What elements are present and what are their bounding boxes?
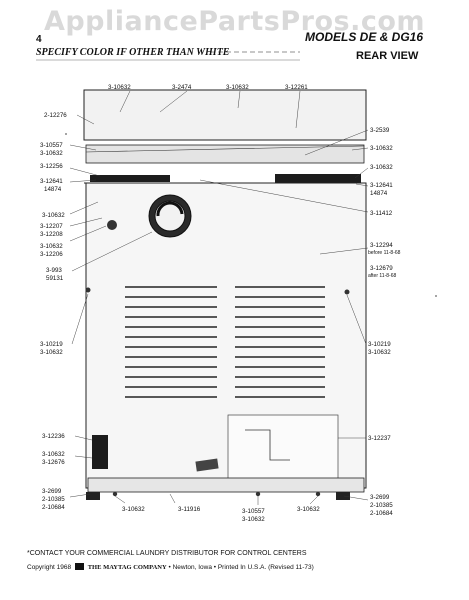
exhaust-duct-inner — [154, 200, 186, 232]
part-label-note: before 11-8-68 — [368, 250, 401, 256]
part-label: 3-10219 — [368, 341, 391, 348]
part-label: 3-12679 — [370, 265, 393, 272]
part-label: 3-10632 — [226, 84, 249, 91]
part-label: 3-10632 — [297, 506, 320, 513]
top-panel — [83, 89, 367, 141]
right-dark-strip — [275, 174, 361, 183]
page-speck — [435, 295, 437, 297]
part-label: 3-12261 — [285, 84, 308, 91]
part-label: 3-10632 — [368, 349, 391, 356]
part-label: 3-12676 — [42, 459, 65, 466]
page-speck — [65, 133, 67, 135]
part-label: 2-10684 — [370, 510, 393, 517]
part-label: 3-10632 — [122, 506, 145, 513]
left-screw — [85, 287, 91, 293]
copyright-text: Copyright 1968 — [27, 564, 72, 571]
specify-color-note: SPECIFY COLOR IF OTHER THAN WHITE — [36, 47, 230, 58]
footer-copyright: Copyright 1968 THE MAYTAG COMPANY • Newt… — [27, 563, 314, 571]
access-panel-detail — [245, 429, 290, 461]
part-label: 2-10385 — [370, 502, 393, 509]
part-label: 3-10632 — [108, 84, 131, 91]
part-label: 3-10219 — [40, 341, 63, 348]
rail-edge — [85, 145, 365, 153]
part-label: 3-2699 — [370, 494, 390, 501]
part-label: 3-12256 — [40, 163, 63, 170]
part-label: 3-12294 — [370, 242, 393, 249]
base-screw-1 — [112, 491, 118, 497]
left-louvers — [125, 286, 217, 398]
page-number: 4 — [36, 34, 42, 45]
part-label: 2-12276 — [44, 112, 67, 119]
part-label: 2-10385 — [42, 496, 65, 503]
part-label: 3-10557 — [40, 142, 63, 149]
part-label: 3-2474 — [172, 84, 192, 91]
part-label: 3-12208 — [40, 231, 63, 238]
left-dark-strip — [90, 175, 170, 182]
models-title: MODELS DE & DG16 — [305, 30, 424, 44]
leader-lines — [69, 90, 369, 505]
access-panel — [227, 414, 339, 486]
part-label: 3-2699 — [42, 488, 62, 495]
part-label: 3-12206 — [40, 251, 63, 258]
base-screw-2 — [255, 491, 261, 497]
view-title: REAR VIEW — [356, 50, 419, 62]
base-rail — [87, 477, 365, 493]
base-screw-3 — [315, 491, 321, 497]
left-foot — [86, 492, 100, 500]
part-label: 14874 — [370, 190, 388, 197]
part-label: 3-10632 — [40, 243, 63, 250]
part-label: 3-12641 — [370, 182, 393, 189]
part-label: 3-10632 — [242, 516, 265, 523]
part-label: 3-11916 — [178, 506, 201, 513]
company-location: • Newton, Iowa • Printed In U.S.A. (Revi… — [168, 564, 314, 571]
company-name: THE MAYTAG COMPANY — [87, 564, 167, 571]
right-louvers — [235, 286, 325, 398]
serial-plate — [195, 458, 219, 472]
part-label: 3-11412 — [370, 210, 393, 217]
part-label: 3-12237 — [368, 435, 391, 442]
footer-note: *CONTACT YOUR COMMERCIAL LAUNDRY DISTRIB… — [27, 550, 307, 557]
gas-inlet-block — [92, 435, 108, 469]
part-label: 3-10632 — [40, 349, 63, 356]
terminal-block — [107, 220, 117, 230]
part-label: 3-10632 — [42, 451, 65, 458]
part-label: 3-2539 — [370, 127, 390, 134]
part-label: 3-12207 — [40, 223, 63, 230]
part-label-note: after 11-8-68 — [368, 273, 397, 279]
part-label: 3-10632 — [40, 150, 63, 157]
watermark-text: AppliancePartsPros.com — [43, 6, 426, 37]
right-screw — [344, 289, 350, 295]
part-label: 59131 — [46, 275, 64, 282]
part-label: 3-12641 — [40, 178, 63, 185]
part-label: 3-10557 — [242, 508, 265, 515]
top-rail — [85, 144, 365, 164]
part-label: 3-10632 — [370, 145, 393, 152]
maytag-logo-icon — [74, 563, 84, 570]
exhaust-duct-vane — [156, 201, 184, 217]
right-foot — [336, 492, 350, 500]
part-label: 3-12236 — [42, 433, 65, 440]
part-label: 3-993 — [46, 267, 62, 274]
part-label: 2-10684 — [42, 504, 65, 511]
part-label: 3-10632 — [370, 164, 393, 171]
part-label: 14874 — [44, 186, 62, 193]
part-label: 3-10632 — [42, 212, 65, 219]
